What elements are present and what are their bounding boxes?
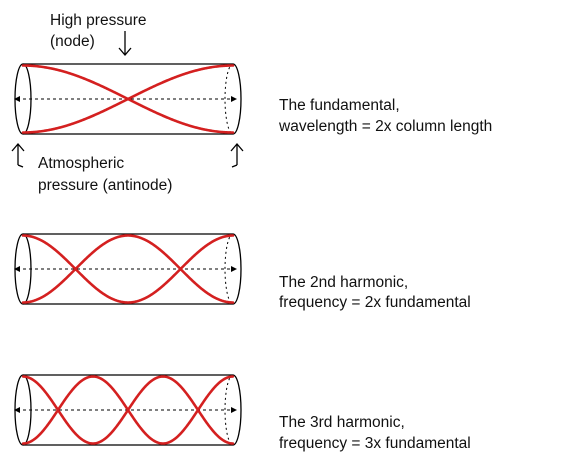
axis-left-arrow-icon <box>14 96 20 102</box>
tube-fundamental <box>14 63 242 135</box>
tube-right-end-front <box>232 374 242 446</box>
axis-left-arrow-icon <box>14 266 20 272</box>
tube-fundamental-caption-1: The fundamental, <box>279 97 400 114</box>
high-pressure-label: High pressure <box>50 12 147 29</box>
tube-3rd-harmonic <box>14 374 242 446</box>
up-arrow-right-icon <box>230 143 244 168</box>
wave-envelope-lower <box>21 234 235 304</box>
tube-2nd-harmonic <box>14 233 242 305</box>
tube-fundamental-caption-2: wavelength = 2x column length <box>278 118 492 135</box>
antinode-label: pressure (antinode) <box>38 177 172 194</box>
wave-envelope-upper <box>21 234 235 304</box>
axis-right-arrow-icon <box>231 407 237 413</box>
wave-envelope-lower <box>21 64 235 134</box>
node-label: (node) <box>50 33 95 50</box>
tube-3rd-harmonic-caption-2: frequency = 3x fundamental <box>279 435 471 452</box>
tube-2nd-harmonic-caption-1: The 2nd harmonic, <box>279 274 408 291</box>
tube-2nd-harmonic-caption-2: frequency = 2x fundamental <box>279 294 471 311</box>
tube-3rd-harmonic-caption-1: The 3rd harmonic, <box>279 414 405 431</box>
tube-right-end-front <box>232 63 242 135</box>
wave-envelope-lower <box>21 375 235 445</box>
up-arrow-left-icon <box>11 143 25 168</box>
axis-left-arrow-icon <box>14 407 20 413</box>
axis-right-arrow-icon <box>231 96 237 102</box>
axis-right-arrow-icon <box>231 266 237 272</box>
atmospheric-label: Atmospheric <box>38 155 124 172</box>
tube-right-end-front <box>232 233 242 305</box>
down-arrow-icon <box>118 31 132 56</box>
